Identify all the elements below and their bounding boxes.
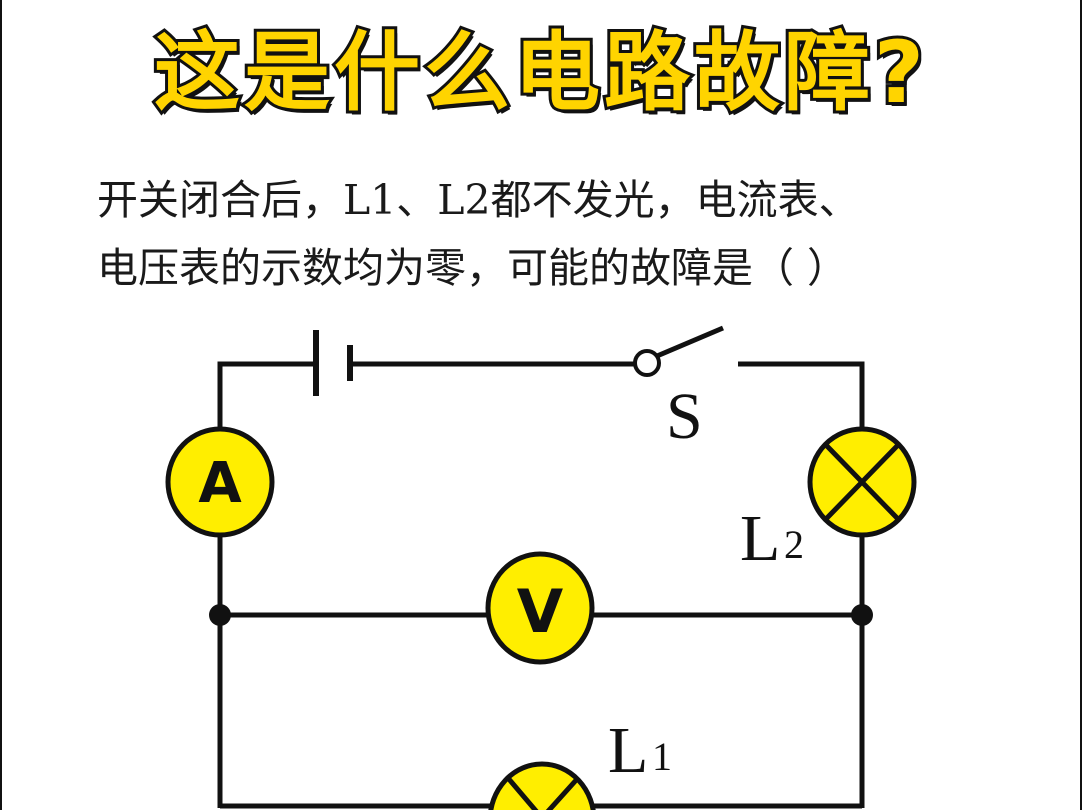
switch-icon: [633, 325, 724, 377]
ammeter-icon: A: [165, 426, 275, 538]
lamp-l1-label-sub: 1: [652, 734, 672, 779]
junction-dot-left: [209, 604, 231, 626]
wire-top-right: [738, 361, 865, 430]
lamp-l2-label-sub: 2: [784, 522, 804, 567]
voltmeter-letter: V: [517, 577, 564, 647]
lamp-l1-icon: [488, 761, 596, 810]
question-text: 开关闭合后，L1、L2都不发光，电流表、 电压表的示数均为零，可能的故障是（ ）: [97, 166, 1027, 302]
lamp-l2-icon: [807, 426, 917, 538]
lamp-l2-label-main: L: [740, 502, 780, 575]
wire-top-left: [217, 361, 315, 430]
page-title: 这是什么电路故障?: [151, 20, 928, 126]
question-line-2: 电压表的示数均为零，可能的故障是（ ）: [97, 244, 849, 292]
voltmeter-icon: V: [485, 551, 595, 665]
junction-dot-right: [851, 604, 873, 626]
question-line-1: 开关闭合后，L1、L2都不发光，电流表、: [97, 176, 860, 224]
lamp-l1-label-main: L: [608, 714, 648, 787]
lamp-l2-label: L 2: [740, 502, 804, 575]
switch-label: S: [666, 380, 703, 453]
battery-icon: [313, 330, 353, 396]
lamp-l1-label: L 1: [608, 714, 672, 787]
ammeter-letter: A: [198, 451, 242, 516]
